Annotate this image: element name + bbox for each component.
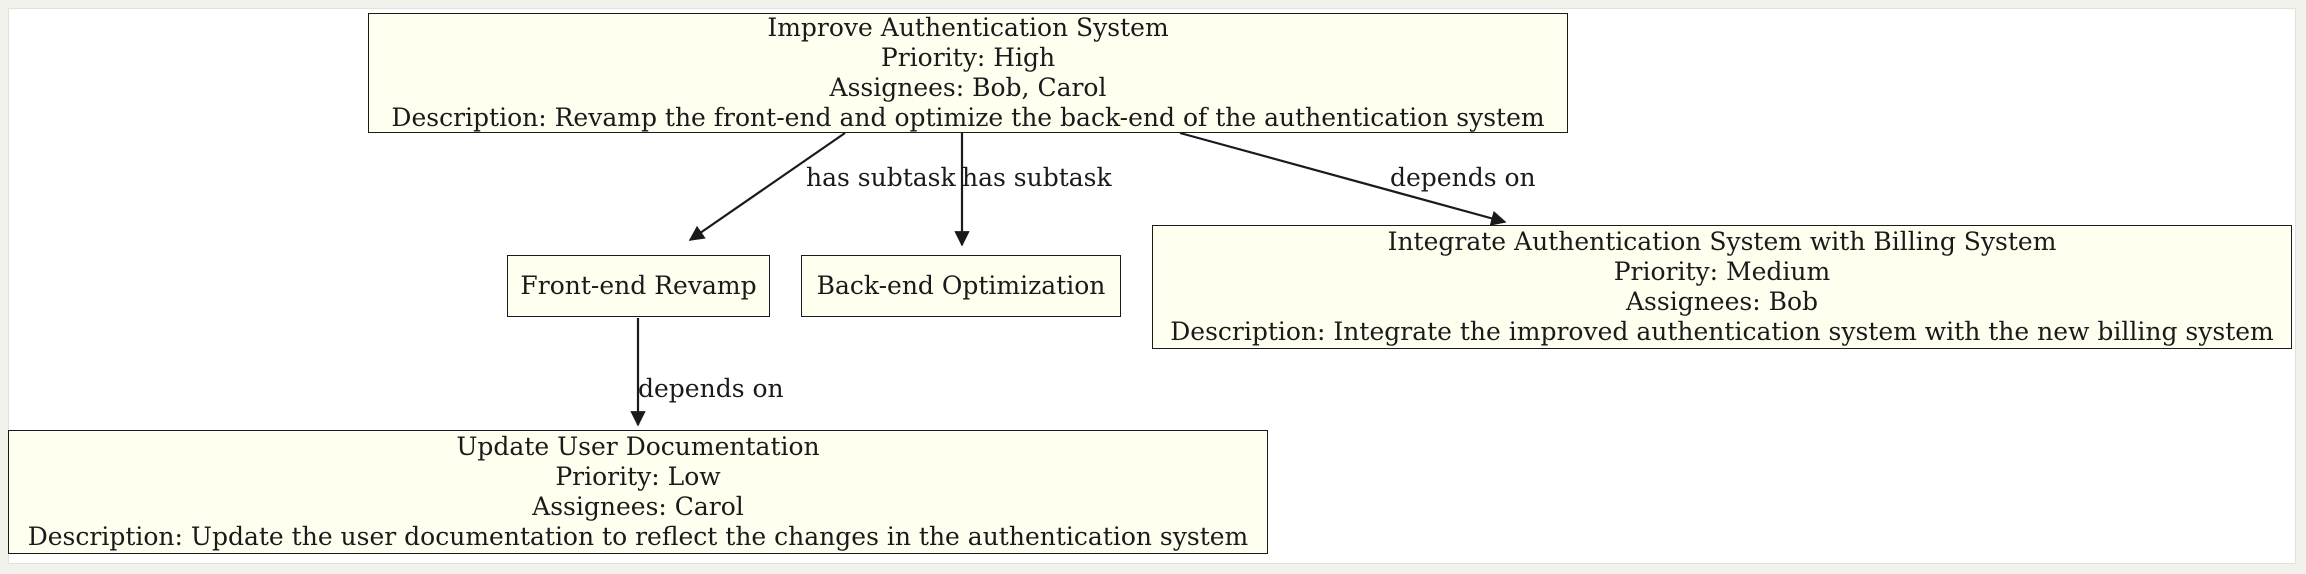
- node-description: Description: Integrate the improved auth…: [1170, 317, 2274, 346]
- edge-improve-to-front-end: [688, 132, 846, 241]
- node-title: Back-end Optimization: [816, 271, 1106, 300]
- node-front-end-revamp[interactable]: Front-end Revamp: [507, 255, 770, 317]
- node-back-end-optimization[interactable]: Back-end Optimization: [801, 255, 1121, 317]
- edge-label-has-subtask-back-end: has subtask: [962, 163, 1112, 192]
- node-title: Improve Authentication System: [767, 13, 1169, 42]
- node-update-user-documentation[interactable]: Update User Documentation Priority: Low …: [8, 430, 1268, 554]
- node-priority: Priority: Low: [555, 462, 721, 491]
- node-priority: Priority: Medium: [1613, 257, 1831, 286]
- edge-label-has-subtask-front-end: has subtask: [806, 163, 956, 192]
- node-priority: Priority: High: [880, 43, 1056, 72]
- node-assignees: Assignees: Bob: [1625, 287, 1819, 316]
- edge-improve-to-integrate: [1179, 131, 1507, 226]
- node-description: Description: Revamp the front-end and op…: [391, 103, 1545, 132]
- node-title: Update User Documentation: [456, 432, 820, 461]
- edge-label-depends-on-update-docs: depends on: [638, 374, 784, 403]
- node-improve-authentication-system[interactable]: Improve Authentication System Priority: …: [368, 13, 1568, 133]
- node-assignees: Assignees: Bob, Carol: [829, 73, 1107, 102]
- node-integrate-authentication-system-with-billing-system[interactable]: Integrate Authentication System with Bil…: [1152, 225, 2292, 349]
- node-description: Description: Update the user documentati…: [27, 522, 1249, 551]
- node-title: Front-end Revamp: [520, 271, 757, 300]
- edge-label-depends-on-integrate: depends on: [1390, 163, 1536, 192]
- node-assignees: Assignees: Carol: [532, 492, 744, 521]
- node-title: Integrate Authentication System with Bil…: [1387, 227, 2057, 256]
